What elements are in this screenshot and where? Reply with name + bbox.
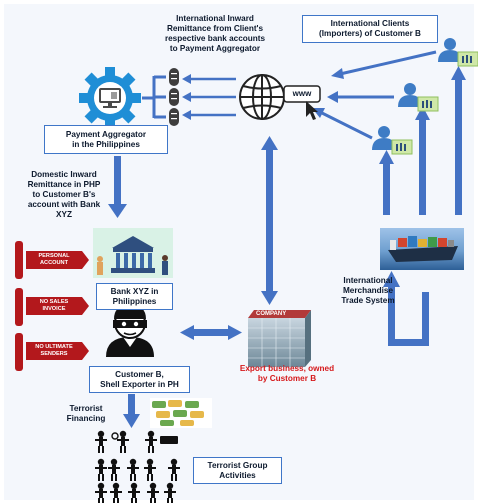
remittance-label: International Inward Remittance from Cli… [164, 14, 266, 53]
customer-company-double-arrow [180, 325, 242, 340]
company-sign: COMPANY [256, 311, 287, 317]
globe-company-double-arrow [261, 136, 278, 305]
gear-monitor-icon [79, 67, 141, 129]
aggregator-label: Payment Aggregator in the Philippines [44, 125, 168, 154]
red-flag-post [15, 241, 23, 279]
www-text: www [292, 89, 312, 98]
upward-flow-arrows [379, 66, 466, 215]
client-user-icons [372, 38, 478, 155]
terrorist-financing-arrow [123, 394, 140, 428]
domestic-remittance-arrow [108, 156, 127, 218]
customer-label: Customer B, Shell Exporter in PH [89, 366, 190, 393]
bank-label: Bank XYZ in Philippines [96, 283, 173, 310]
company-label: Export business, owned by Customer B [239, 364, 335, 383]
red-flag-post [15, 288, 23, 326]
clients-label: International Clients (Importers) of Cus… [302, 15, 438, 43]
red-flag-no-ultimate-senders: NO ULTIMATE SENDERS [26, 342, 89, 360]
bandit-icon [106, 305, 154, 357]
bank-building-icon [93, 228, 173, 278]
money-pile-icon [150, 398, 212, 428]
terrorist-financing-label: Terrorist Financing [66, 404, 106, 423]
trade-system-label: International Merchandise Trade System [341, 276, 395, 305]
company-building-icon [248, 310, 311, 367]
domestic-remittance-label: Domestic Inward Remittance in PHP to Cus… [27, 170, 101, 219]
red-flag-post [15, 333, 23, 371]
terrorist-group-label: Terrorist Group Activities [193, 457, 282, 484]
connectors [142, 50, 437, 140]
red-flag-personal-account: PERSONAL ACCOUNT [26, 251, 89, 269]
people-silhouettes-icon [95, 430, 180, 503]
cargo-ship-icon [380, 228, 464, 270]
trade-elbow-arrow [383, 271, 429, 346]
globe-www-icon [239, 74, 321, 120]
red-flag-no-sales-invoice: NO SALES INVOICE [26, 297, 89, 315]
server-icons [169, 68, 179, 126]
